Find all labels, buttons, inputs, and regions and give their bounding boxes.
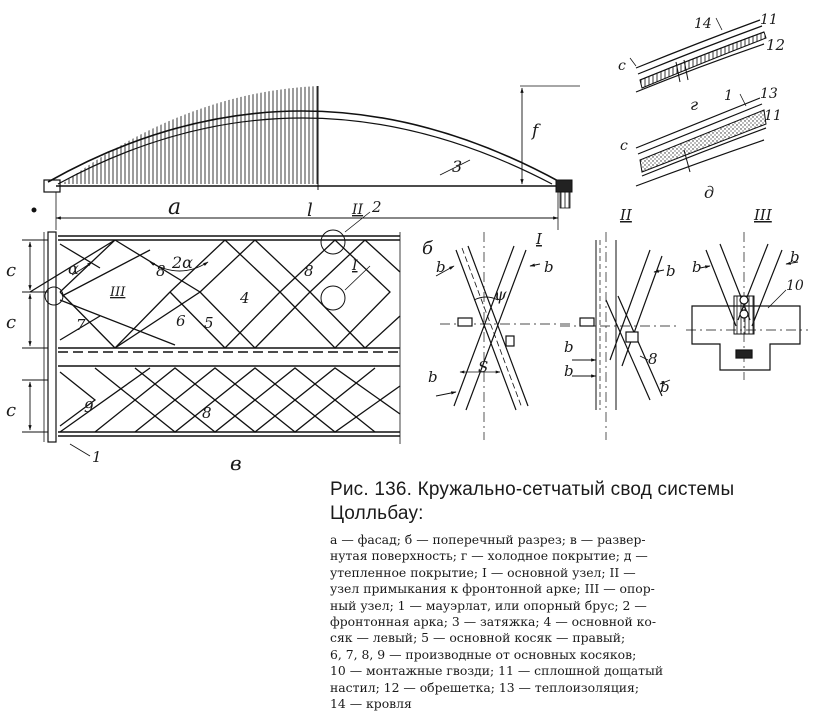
label-c-d: c — [620, 138, 628, 154]
label-n8-ii: 8 — [648, 350, 658, 368]
legend-line: фронтонная арка; 3 — затяжка; 4 — основн… — [330, 614, 657, 630]
developed-surface — [22, 211, 401, 457]
label-two-alpha: 2α — [171, 253, 193, 272]
label-c-g: c — [618, 58, 626, 74]
label-n13: 13 — [760, 86, 778, 102]
label-b-3: b — [428, 368, 438, 386]
facade-arch-inner — [57, 117, 553, 185]
label-node-III-title: III — [753, 206, 773, 224]
label-n14: 14 — [694, 16, 712, 32]
legend-line: узел примыкания к фронтонной арке; III —… — [330, 581, 655, 597]
label-n6: 6 — [176, 312, 186, 330]
node-II-detail — [560, 232, 676, 440]
label-node-II: II — [351, 202, 364, 218]
label-b-4: b — [666, 262, 676, 280]
label-view-d: д — [704, 183, 714, 202]
lattice-bottom — [59, 367, 401, 433]
label-c-3: c — [6, 400, 16, 421]
label-view-g: г — [690, 95, 698, 114]
legend-line: сяк — левый; 5 — основной косяк — правый… — [330, 630, 626, 646]
label-b-1: b — [436, 258, 446, 276]
label-b-5: b — [564, 338, 574, 356]
node-I-detail — [435, 232, 570, 440]
label-view-v: в — [230, 451, 242, 475]
label-view-b: б — [422, 238, 434, 259]
label-b-6: b — [564, 362, 574, 380]
wall-plate — [47, 231, 57, 443]
legend-line: а — фасад; б — поперечный разрез; в — ра… — [330, 532, 646, 547]
label-n2: 2 — [371, 198, 382, 216]
facade-arch-outer — [47, 110, 561, 183]
legend-line: 10 — монтажные гвозди; 11 — сплошной дощ… — [330, 663, 664, 679]
figure-caption: Рис. 136. Кружально-сетчатый свод систем… — [330, 478, 800, 712]
label-n7: 7 — [76, 316, 86, 334]
node-III-detail — [686, 232, 808, 380]
label-rise-f: f — [530, 121, 541, 141]
label-b-7: b — [660, 378, 670, 396]
node-II-marker — [320, 229, 346, 255]
label-n8-c: 8 — [202, 404, 212, 422]
label-n11-d: 11 — [764, 108, 782, 124]
label-span-l: l — [307, 200, 313, 221]
label-n12: 12 — [766, 36, 785, 54]
label-tie-rod-3: 3 — [452, 157, 462, 176]
label-s: S — [478, 358, 488, 376]
legend-line: настил; 12 — обрешетка; 13 — теплоизоляц… — [330, 679, 640, 695]
label-b-8: b — [692, 258, 702, 276]
facade-hatched-half — [62, 86, 318, 184]
figure-legend: а — фасад; б — поперечный разрез; в — ра… — [330, 532, 800, 712]
label-n9: 9 — [84, 398, 94, 416]
right-support — [555, 179, 573, 193]
insulated-roof-detail — [635, 93, 767, 187]
label-c-1: c — [6, 260, 16, 281]
label-psi: ψ — [494, 285, 507, 304]
label-b-9: b — [790, 248, 800, 266]
figure-title: Рис. 136. Кружально-сетчатый свод систем… — [330, 479, 735, 524]
legend-line: утепленное покрытие; I — основной узел; … — [330, 564, 636, 580]
support-beam — [691, 305, 801, 371]
legend-line: нутая поверхность; г — холодное покрытие… — [330, 548, 648, 564]
legend-line: 6, 7, 8, 9 — производные от основных кос… — [330, 646, 637, 662]
label-n8-b: 8 — [304, 262, 314, 280]
legend-line: ный узел; 1 — мауэрлат, или опорный брус… — [330, 597, 647, 613]
label-node-I-title: I — [535, 230, 543, 248]
label-n11-g: 11 — [760, 12, 778, 28]
legend-line: 14 — кровля — [330, 696, 412, 712]
facade-view — [31, 85, 580, 230]
left-support — [43, 179, 61, 193]
label-n1: 1 — [92, 448, 102, 466]
label-view-a: а — [168, 195, 181, 220]
label-c-2: c — [6, 312, 16, 333]
cold-roof-detail — [629, 17, 767, 93]
label-n4: 4 — [239, 289, 250, 307]
node-III-marker — [44, 286, 64, 306]
label-n1-d: 1 — [724, 88, 733, 104]
label-n5: 5 — [204, 314, 214, 332]
label-node-III: III — [109, 285, 126, 300]
node-I-marker — [320, 285, 346, 311]
label-n10: 10 — [786, 278, 804, 294]
label-node-I: I — [351, 258, 358, 274]
label-n8-a: 8 — [156, 262, 166, 280]
label-b-2: b — [544, 258, 554, 276]
label-node-II-title: II — [619, 206, 633, 224]
label-alpha: α — [68, 259, 79, 278]
